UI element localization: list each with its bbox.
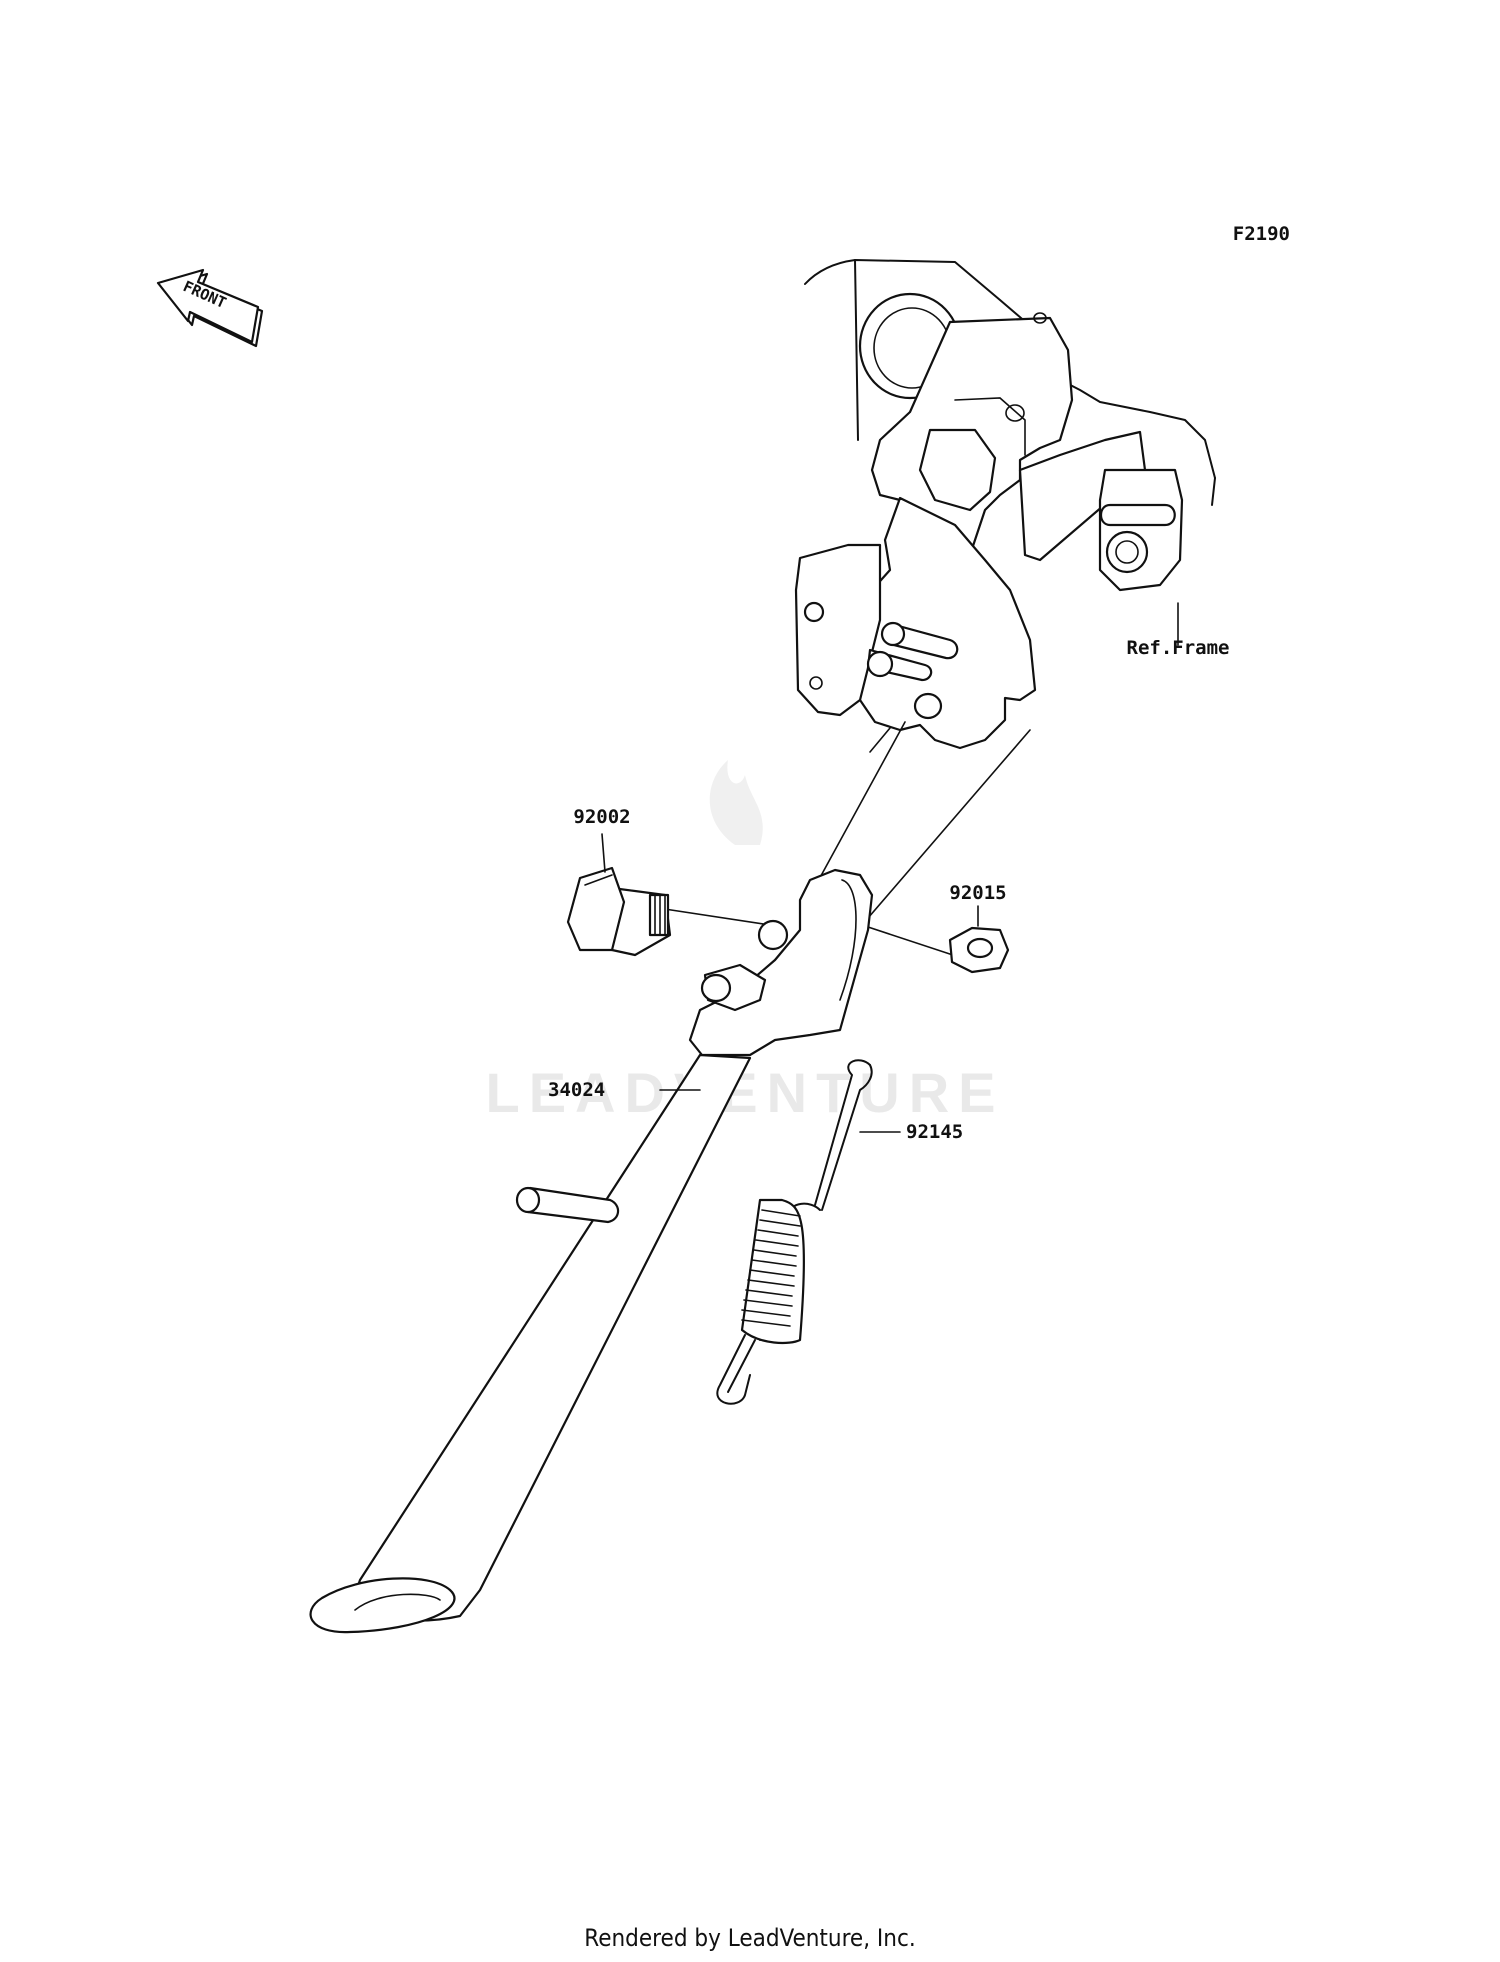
callout-spring: 92145 bbox=[906, 1121, 963, 1143]
callout-frame: Ref.Frame bbox=[1127, 637, 1230, 659]
frame-assembly bbox=[794, 259, 1216, 753]
footer-credit: Rendered by LeadVenture, Inc. bbox=[584, 1924, 915, 1952]
front-arrow-icon: FRONT bbox=[156, 268, 264, 348]
nut bbox=[948, 926, 1010, 974]
return-spring bbox=[716, 1059, 873, 1405]
diagram-id: F2190 bbox=[1233, 223, 1290, 245]
side-stand bbox=[309, 868, 874, 1634]
pivot-bolt bbox=[566, 866, 672, 957]
callout-bolt: 92002 bbox=[573, 806, 630, 828]
callout-nut: 92015 bbox=[949, 882, 1006, 904]
callout-leaders bbox=[601, 833, 979, 1133]
callout-stand: 34024 bbox=[548, 1079, 605, 1101]
